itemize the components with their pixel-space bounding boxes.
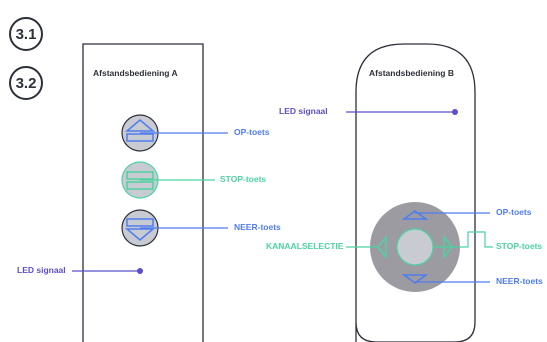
remote-b-up-label: OP-toets xyxy=(496,207,532,217)
step-badge-3-2: 3.2 xyxy=(9,66,43,100)
remote-b-led-dot xyxy=(452,109,458,115)
remote-a-down-label: NEER-toets xyxy=(234,222,281,232)
remote-b-stop-button xyxy=(396,228,434,266)
remote-b-left-arrow xyxy=(377,234,387,260)
remote-b-up-arrow xyxy=(401,210,429,220)
remote-b-down-label: NEER-toets xyxy=(496,276,543,286)
remote-b-stop-label: STOP-toets xyxy=(496,241,543,251)
remote-b-channel-label: KANAALSELECTIE xyxy=(266,241,344,251)
remote-b-stop-leader xyxy=(433,231,493,248)
step-badge-3-1: 3.1 xyxy=(9,17,43,51)
remote-b-body xyxy=(355,43,476,342)
remote-b-down-arrow xyxy=(401,274,429,284)
remote-b-title: Afstandsbediening B xyxy=(369,68,455,78)
remote-a-led-label: LED signaal xyxy=(17,265,66,275)
remote-a-title: Afstandsbediening A xyxy=(93,68,178,78)
remote-b-led-label: LED signaal xyxy=(279,106,328,116)
remote-a-led-dot xyxy=(137,268,143,274)
remote-a-body xyxy=(82,43,204,342)
remote-a-up-label: OP-toets xyxy=(234,127,270,137)
remote-a-stop-label: STOP-toets xyxy=(220,174,267,184)
